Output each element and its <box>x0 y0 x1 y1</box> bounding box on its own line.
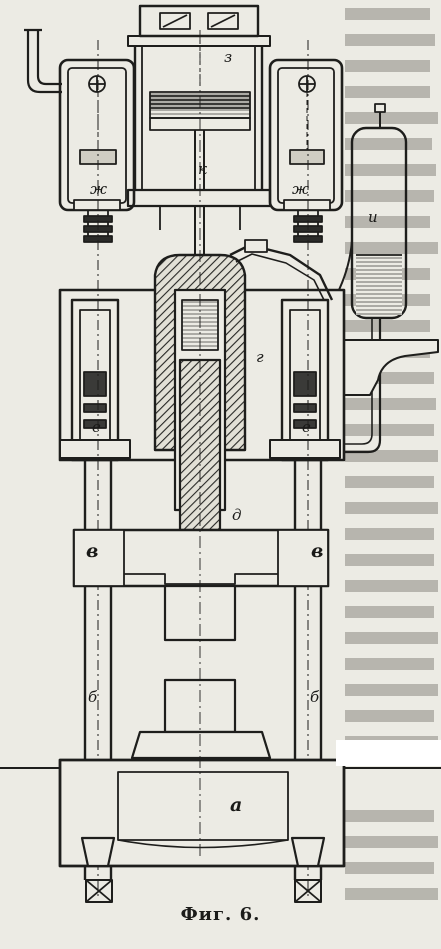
label-zh-left: ж <box>90 180 108 198</box>
figure-caption: Фиг. 6. <box>180 904 261 925</box>
label-g: г <box>256 348 264 366</box>
label-zh-right: ж <box>292 180 310 198</box>
mounting-bracket <box>329 339 439 396</box>
label-v-left: в <box>86 540 99 562</box>
label-i: и <box>368 208 378 226</box>
base-frame <box>0 758 441 903</box>
label-e-right: е <box>302 418 311 436</box>
label-v-right: в <box>311 540 324 562</box>
left-lower-valve <box>59 298 131 462</box>
label-b-left: б <box>88 688 98 706</box>
label-d: д <box>232 506 242 524</box>
label-e-left: е <box>92 418 101 436</box>
label-b-right: б <box>310 688 320 706</box>
right-lower-valve <box>269 298 341 462</box>
label-a: а <box>230 794 243 816</box>
top-cylinder <box>126 4 272 350</box>
label-k: к <box>198 160 207 178</box>
accumulator-vessel <box>322 103 408 454</box>
inlet-pipe <box>24 28 62 94</box>
label-z: з <box>224 48 233 66</box>
